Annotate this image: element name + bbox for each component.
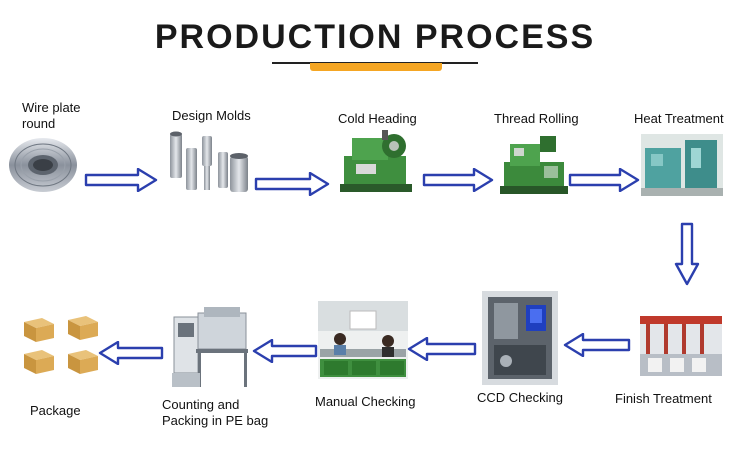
step-label-heat-treatment: Heat Treatment bbox=[634, 111, 724, 126]
manual-checking-room-image bbox=[318, 301, 408, 379]
step-label-finish-treatment: Finish Treatment bbox=[615, 391, 712, 406]
flow-arrow-down bbox=[674, 222, 700, 286]
packing-machine-image bbox=[168, 303, 252, 391]
step-label-ccd: CCD Checking bbox=[477, 390, 563, 405]
heat-treatment-equipment-image bbox=[641, 134, 723, 196]
flow-arrow-left bbox=[98, 341, 164, 365]
step-label-package: Package bbox=[30, 403, 81, 418]
step-label-molds: Design Molds bbox=[172, 108, 251, 123]
cold-heading-machine-image bbox=[338, 128, 414, 194]
flow-arrow-right bbox=[422, 168, 494, 192]
wire-coil-image bbox=[8, 136, 78, 194]
ccd-checking-machine-image bbox=[482, 291, 558, 385]
flow-arrow-left bbox=[563, 333, 631, 357]
flow-arrow-right bbox=[84, 168, 158, 192]
step-label-thread-rolling: Thread Rolling bbox=[494, 111, 579, 126]
flow-arrow-left bbox=[407, 337, 477, 361]
title-accent-bar bbox=[310, 63, 442, 71]
step-label-manual: Manual Checking bbox=[315, 394, 416, 409]
thread-rolling-machine-image bbox=[500, 132, 570, 196]
cardboard-boxes-image bbox=[20, 310, 104, 378]
molds-image bbox=[166, 128, 250, 196]
flow-arrow-left bbox=[252, 339, 318, 363]
finish-treatment-line-image bbox=[640, 316, 722, 376]
step-label-cold-heading: Cold Heading bbox=[338, 111, 417, 126]
flow-arrow-right bbox=[254, 172, 330, 196]
flow-arrow-right bbox=[568, 168, 640, 192]
page-title: PRODUCTION PROCESS bbox=[154, 18, 596, 56]
